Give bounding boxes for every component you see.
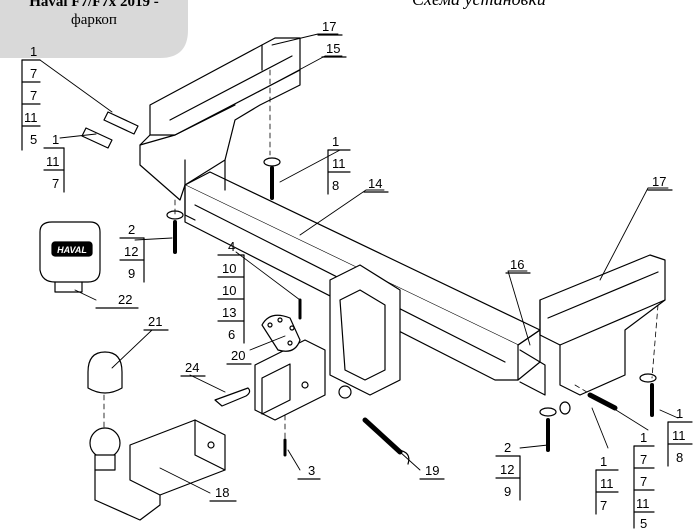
scheme-title: Схема установки: [412, 0, 546, 10]
callout-label: 15: [326, 41, 340, 56]
stack-label: 13: [222, 305, 236, 320]
stack-label: 11: [672, 428, 686, 443]
callout-label: 3: [308, 463, 315, 478]
model-tab-shape: [0, 0, 188, 58]
assembly-lines: [103, 69, 659, 441]
model-tab: Haval F7/F7x 2019 - фаркоп: [0, 0, 188, 60]
stack-label: 9: [128, 266, 135, 281]
stack-label: 6: [228, 327, 235, 342]
stack-label: 10: [222, 283, 236, 298]
socket-plate: [261, 314, 301, 352]
stack-bolt-right-mid: 1 11 7: [595, 454, 619, 515]
callout-17-right: 17: [647, 174, 673, 191]
stack-label: 1: [52, 132, 59, 147]
stack-bolt-left-mid: 1 11 7: [43, 132, 65, 193]
right-bracket: [519, 254, 666, 396]
stack-label: 9: [504, 484, 511, 499]
stack-bolt-left-top: 1 7 7 11 5: [21, 44, 41, 151]
stack-label: 8: [332, 178, 339, 193]
callout-20: 20: [226, 348, 252, 365]
model-subtitle: фаркоп: [71, 12, 117, 28]
stack-label: 1: [600, 454, 607, 469]
callout-label: 19: [425, 463, 439, 478]
stack-label: 8: [676, 450, 683, 465]
stack-label: 1: [30, 44, 37, 59]
callout-label: 20: [231, 348, 245, 363]
socket-cover: HAVAL: [39, 221, 101, 293]
ball-cover: [87, 351, 123, 394]
stack-label: 7: [600, 498, 607, 513]
stack-label: 1: [332, 134, 339, 149]
stack-label: 7: [640, 474, 647, 489]
receiver: [254, 264, 401, 421]
left-bracket: [139, 37, 301, 221]
callout-18: 18: [209, 485, 237, 502]
stack-bolt-right-lower: 2 12 9: [495, 440, 521, 501]
stack-bolt-left-lower: 2 12 9: [119, 222, 145, 283]
stack-label: 11: [600, 476, 614, 491]
stack-label: 7: [30, 88, 37, 103]
stack-label: 11: [46, 154, 60, 169]
stack-label: 5: [640, 516, 647, 530]
stack-socket-bolts: 4 10 10 13 6: [217, 239, 245, 344]
hitch-clip: [214, 387, 251, 407]
stack-label: 1: [640, 430, 647, 445]
stack-label: 4: [228, 239, 235, 254]
callout-label: 22: [118, 292, 132, 307]
stack-label: 2: [504, 440, 511, 455]
callout-label: 14: [368, 176, 382, 191]
callout-24: 24: [180, 360, 206, 377]
stack-label: 12: [500, 462, 514, 477]
stack-label: 11: [636, 496, 650, 511]
stack-bolt-center-top: 1 11 8: [327, 134, 351, 195]
callout-16: 16: [505, 257, 531, 274]
bolts: [81, 111, 657, 457]
callout-3: 3: [297, 463, 321, 480]
stack-label: 7: [640, 452, 647, 467]
stack-label: 1: [676, 406, 683, 421]
stack-label: 2: [128, 222, 135, 237]
stack-label: 5: [30, 132, 37, 147]
stack-bolt-right-top: 1 11 8: [667, 406, 693, 467]
cover-logo: HAVAL: [57, 245, 87, 255]
callout-14: 14: [363, 176, 389, 193]
leader-lines: [39, 33, 679, 494]
callout-21: 21: [143, 314, 169, 331]
stack-bolt-right-bottom: 1 7 7 11 5: [633, 430, 655, 530]
stack-label: 10: [222, 261, 236, 276]
callout-label: 17: [322, 19, 336, 34]
hitch-pin: [362, 417, 410, 465]
model-title: Haval F7/F7x 2019 -: [29, 0, 159, 10]
stack-label: 7: [30, 66, 37, 81]
callout-label: 17: [652, 174, 666, 189]
ball-mount: [89, 419, 226, 521]
callout-15: 15: [321, 41, 347, 58]
callout-22: 22: [95, 292, 139, 309]
callout-label: 18: [215, 485, 229, 500]
callout-17-top: 17: [317, 19, 343, 36]
stack-label: 11: [332, 156, 346, 171]
stack-label: 12: [124, 244, 138, 259]
callout-label: 21: [148, 314, 162, 329]
callout-19: 19: [419, 463, 445, 480]
callout-label: 24: [185, 360, 199, 375]
callout-label: 16: [510, 257, 524, 272]
stack-label: 7: [52, 176, 59, 191]
stack-label: 11: [24, 110, 38, 125]
